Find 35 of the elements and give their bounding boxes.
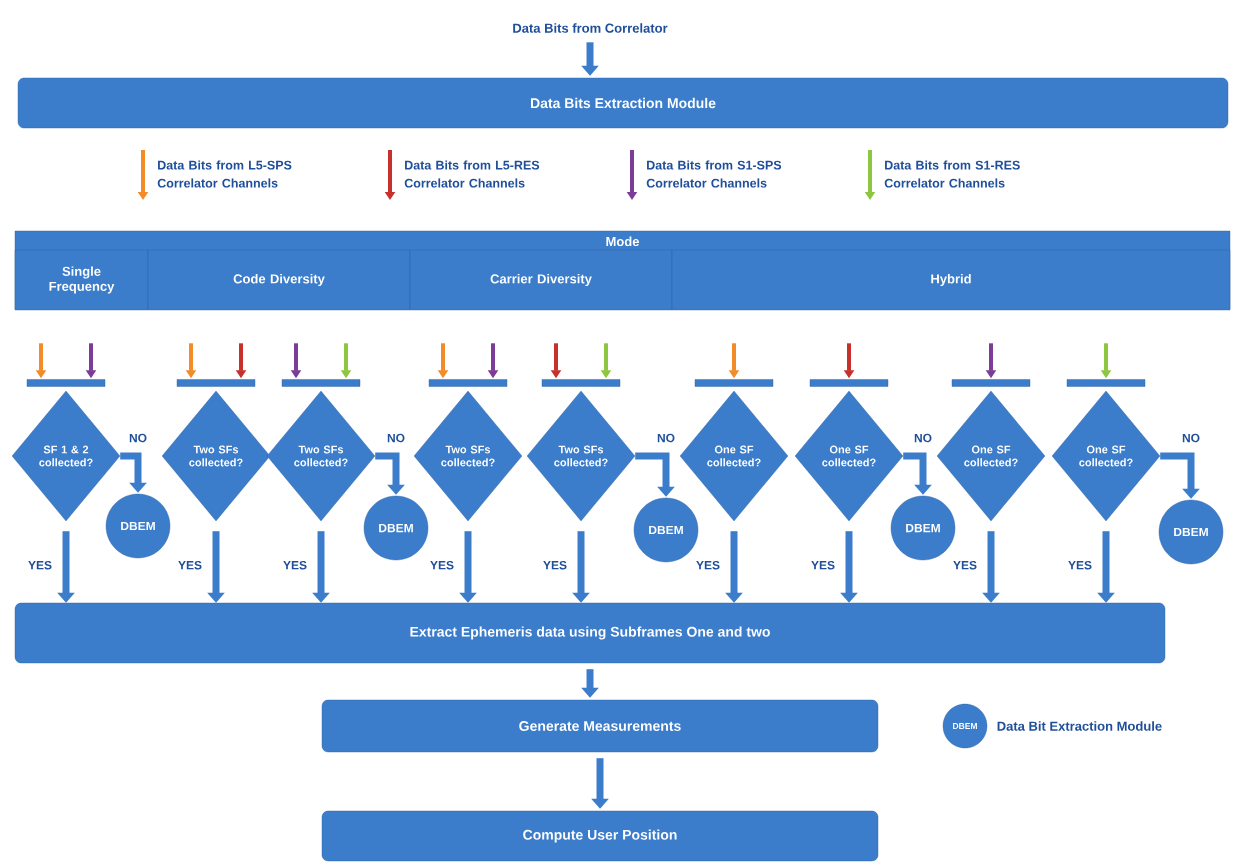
edge-label: YES	[27, 559, 53, 571]
edge-label: NO	[1181, 432, 1201, 444]
legend-label: Data Bits from L5-RES Correlator Channels	[404, 160, 540, 188]
edge-label: NO	[386, 432, 406, 444]
edge-label: NO	[656, 432, 676, 444]
edge-label: YES	[429, 559, 455, 571]
edge-label: YES	[1067, 559, 1093, 571]
circle-caption: Data Bit Extraction Module	[997, 721, 1162, 731]
legend-label: Data Bits from S1-RES Correlator Channels	[884, 160, 1020, 188]
edge-label: YES	[282, 559, 308, 571]
legend-label: Data Bits from S1-SPS Correlator Channels	[646, 160, 782, 188]
edge-label: NO	[913, 432, 933, 444]
process-box: Extract Ephemeris data using Subframes One and two	[14, 602, 1166, 664]
bar	[176, 379, 256, 387]
bar	[1066, 379, 1146, 387]
edge-label: YES	[177, 559, 203, 571]
bar	[428, 379, 508, 387]
input-label: Data Bits from Correlator	[513, 23, 668, 33]
bar	[281, 379, 361, 387]
legend-label: Data Bits from L5-SPS Correlator Channels	[157, 160, 292, 188]
mode-header: Code Diversity	[147, 249, 411, 311]
edge-label: NO	[128, 432, 148, 444]
bar	[26, 379, 106, 387]
bar	[809, 379, 889, 387]
edge-label: YES	[952, 559, 978, 571]
bar	[951, 379, 1031, 387]
bar	[694, 379, 774, 387]
bar	[541, 379, 621, 387]
edge-label: YES	[810, 559, 836, 571]
process-box: Generate Measurements	[321, 699, 879, 753]
process-box: Data Bits Extraction Module	[17, 77, 1229, 129]
process-box: Compute User Position	[321, 810, 879, 862]
mode-header: Carrier Diversity	[409, 249, 673, 311]
mode-header: Single Frequency	[14, 249, 149, 311]
edge-label: YES	[542, 559, 568, 571]
